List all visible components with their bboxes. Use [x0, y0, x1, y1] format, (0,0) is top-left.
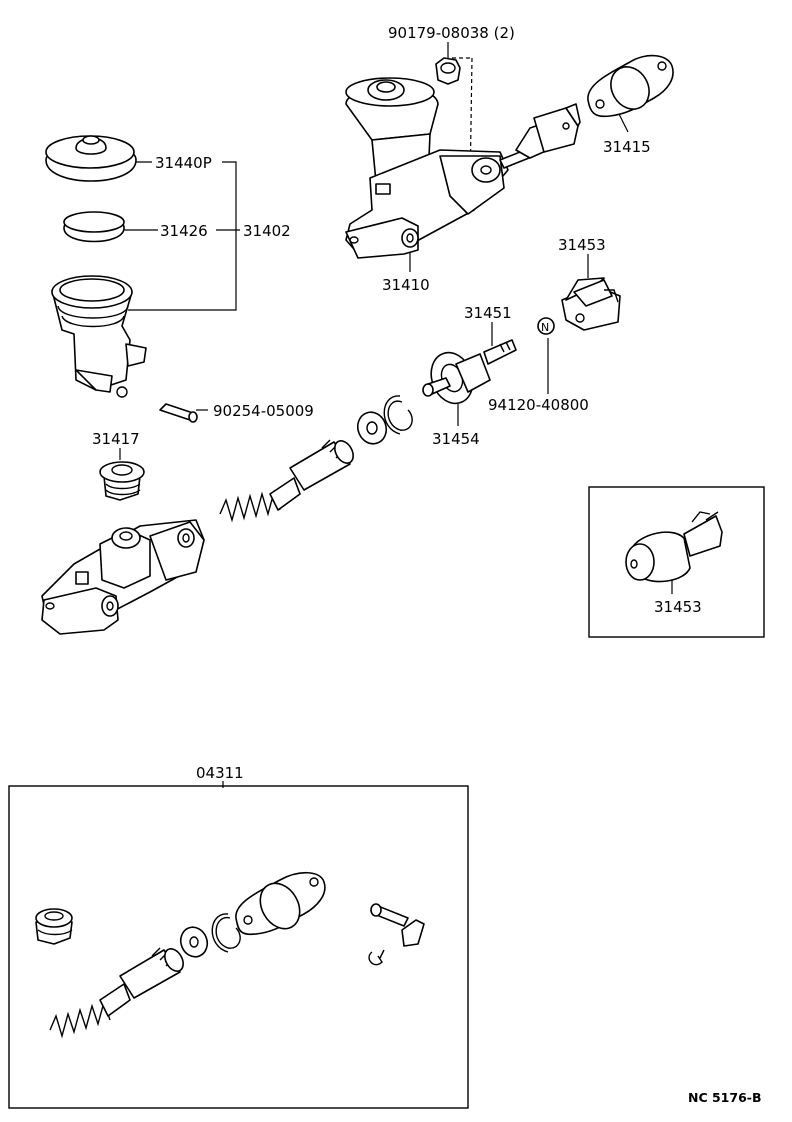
kit-piston-spring	[49, 947, 184, 1039]
kit-snap-ring	[211, 913, 241, 953]
gasket-31415	[587, 54, 674, 118]
reference-code: NC 5176-B	[688, 1090, 762, 1105]
clevis-31453-alt	[625, 511, 723, 583]
pin-90254-05009	[159, 403, 198, 423]
label-31440P: 31440P	[155, 154, 212, 172]
reservoir-body	[51, 275, 147, 398]
kit-box-04311	[8, 785, 469, 1109]
replace-note-marker: N	[537, 317, 555, 335]
inset-box-alt-clevis	[588, 486, 765, 638]
clevis-31453	[561, 277, 621, 331]
label-90179-08038: 90179-08038 (2)	[388, 24, 515, 42]
label-31426: 31426	[160, 222, 208, 240]
master-cylinder-assembly	[345, 77, 581, 259]
piston-spring-assembly	[219, 439, 354, 523]
boot-31454-pushrod-31451	[422, 339, 517, 405]
label-31402: 31402	[243, 222, 291, 240]
note-symbol: N	[541, 321, 549, 334]
kit-gasket	[235, 871, 326, 936]
kit-cotter-pin	[368, 949, 385, 966]
kit-washer	[179, 926, 209, 958]
kit-clevis-pin	[370, 903, 425, 947]
washer-and-snap-ring	[356, 395, 413, 445]
cylinder-body-31410	[41, 519, 205, 635]
label-31453-top: 31453	[558, 236, 606, 254]
label-04311: 04311	[196, 764, 244, 782]
reservoir-cap-31440P	[45, 135, 137, 182]
plug-31417	[99, 461, 145, 501]
label-94120-40800: 94120-40800	[488, 396, 589, 414]
label-31451: 31451	[464, 304, 512, 322]
nut-90179-08038	[435, 57, 461, 85]
label-31454: 31454	[432, 430, 480, 448]
kit-plug	[35, 908, 73, 945]
label-31410: 31410	[382, 276, 430, 294]
label-31417: 31417	[92, 430, 140, 448]
label-90254-05009: 90254-05009	[213, 402, 314, 420]
label-31453-inset: 31453	[654, 598, 702, 616]
label-31415: 31415	[603, 138, 651, 156]
leader-lines	[119, 42, 673, 788]
seal-31426	[63, 211, 125, 243]
